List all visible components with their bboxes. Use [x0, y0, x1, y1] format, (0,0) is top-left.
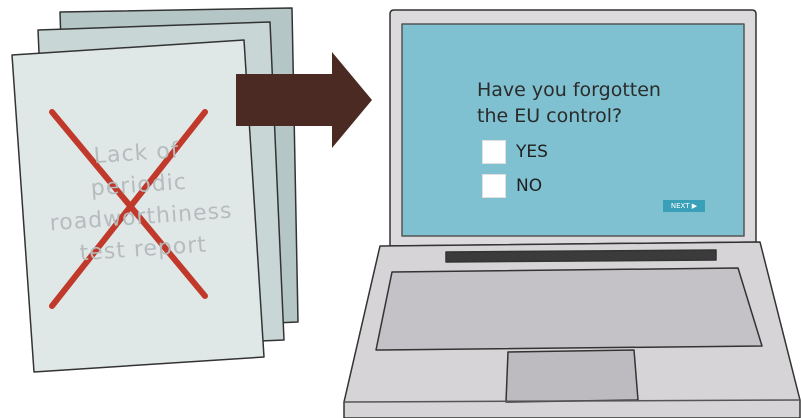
keyboard-area — [375, 267, 763, 351]
document-text: Lack of periodic roadworthiness test rep… — [26, 130, 254, 273]
question: Have you forgotten the EU control? — [477, 77, 661, 129]
checkbox-yes[interactable] — [482, 140, 506, 164]
checkbox-no[interactable] — [482, 174, 506, 198]
arrow-right-icon — [236, 52, 372, 148]
next-button[interactable]: NEXT ▶ — [663, 200, 705, 212]
option-yes[interactable]: YES — [482, 140, 548, 164]
question-line-2: the EU control? — [477, 105, 623, 127]
next-label: NEXT — [670, 202, 690, 210]
option-no-label: NO — [516, 176, 543, 196]
laptop-hinge — [445, 249, 717, 263]
laptop-screen — [401, 23, 745, 237]
play-triangle-icon: ▶ — [691, 202, 698, 210]
touchpad — [505, 349, 639, 403]
option-no[interactable]: NO — [482, 174, 542, 198]
question-line-1: Have you forgotten — [477, 79, 661, 101]
red-cross-icon — [49, 109, 208, 309]
laptop — [343, 9, 801, 418]
option-yes-label: YES — [516, 142, 548, 162]
